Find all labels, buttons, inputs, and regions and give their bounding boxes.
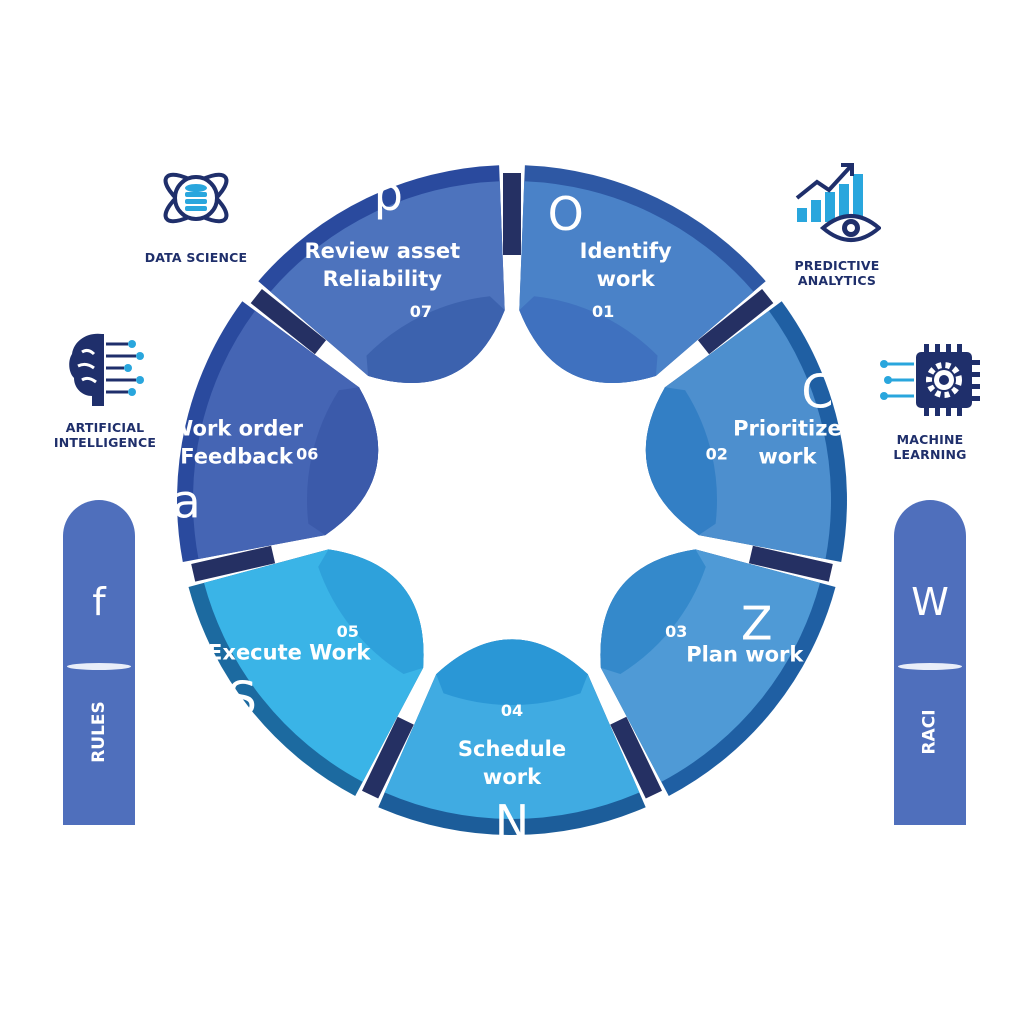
segment-cup xyxy=(600,549,706,674)
step-label: Identify xyxy=(580,239,672,263)
step-label: Prioritize xyxy=(733,417,842,441)
step-label: work xyxy=(483,765,542,789)
step-letter: O xyxy=(548,187,584,241)
step-label: work xyxy=(758,445,817,469)
step-label: Plan work xyxy=(686,642,804,666)
step-letter: N xyxy=(495,795,529,849)
step-number: 07 xyxy=(410,302,432,321)
brain-circuit-icon xyxy=(69,333,144,406)
step-letter: Z xyxy=(741,596,773,650)
segment-separator xyxy=(250,289,327,355)
pillar-label: RULES xyxy=(63,672,135,792)
step-label: Execute Work xyxy=(208,640,371,664)
step-number: 02 xyxy=(706,444,728,463)
pillar-letter: W xyxy=(911,580,949,624)
step-label: Reliability xyxy=(323,267,443,291)
step-label: work xyxy=(597,267,656,291)
pillar-divider xyxy=(898,663,962,670)
data-science-caption: DATA SCIENCE xyxy=(144,250,248,265)
pillar-divider xyxy=(67,663,131,670)
step-label: Feedback xyxy=(180,445,294,469)
step-letter: C xyxy=(801,365,833,419)
step-label: Review asset xyxy=(304,239,460,263)
segment-separator xyxy=(748,545,833,582)
step-number: 06 xyxy=(296,444,318,463)
segment-cup xyxy=(307,387,379,536)
artificial-intelligence-caption: ARTIFICIAL INTELLIGENCE xyxy=(53,420,157,450)
rules-label: RULES xyxy=(89,701,109,763)
pillar-label: RACI xyxy=(894,672,966,792)
predictive-analytics-caption: PREDICTIVE ANALYTICS xyxy=(794,258,880,288)
segment-separator xyxy=(191,545,276,582)
pillar-letter: f xyxy=(92,580,106,624)
machine-learning-caption: MACHINE LEARNING xyxy=(893,432,967,462)
segment-separator xyxy=(610,716,663,799)
segment-cup xyxy=(436,639,588,705)
step-number: 01 xyxy=(592,302,614,321)
database-atom-icon xyxy=(163,172,229,224)
raci-pillar: W RACI xyxy=(894,500,966,825)
chip-gear-icon xyxy=(880,344,980,416)
raci-label: RACI xyxy=(920,709,940,755)
chart-eye-icon xyxy=(795,163,881,242)
step-label: Work order xyxy=(170,417,304,441)
segment-separator xyxy=(361,716,414,799)
segment-cup xyxy=(318,549,424,674)
step-number: 04 xyxy=(501,701,523,720)
step-number: 03 xyxy=(665,622,687,641)
step-letter: S xyxy=(228,671,257,725)
segment-cup xyxy=(645,387,717,536)
step-letter: p xyxy=(374,167,403,221)
rules-pillar: f RULES xyxy=(63,500,135,825)
step-number: 05 xyxy=(337,622,359,641)
segment-separator xyxy=(697,289,774,355)
segment-cup xyxy=(519,296,658,384)
step-letter: a xyxy=(172,475,200,529)
step-label: Schedule xyxy=(458,737,566,761)
segment-cup xyxy=(366,296,505,384)
